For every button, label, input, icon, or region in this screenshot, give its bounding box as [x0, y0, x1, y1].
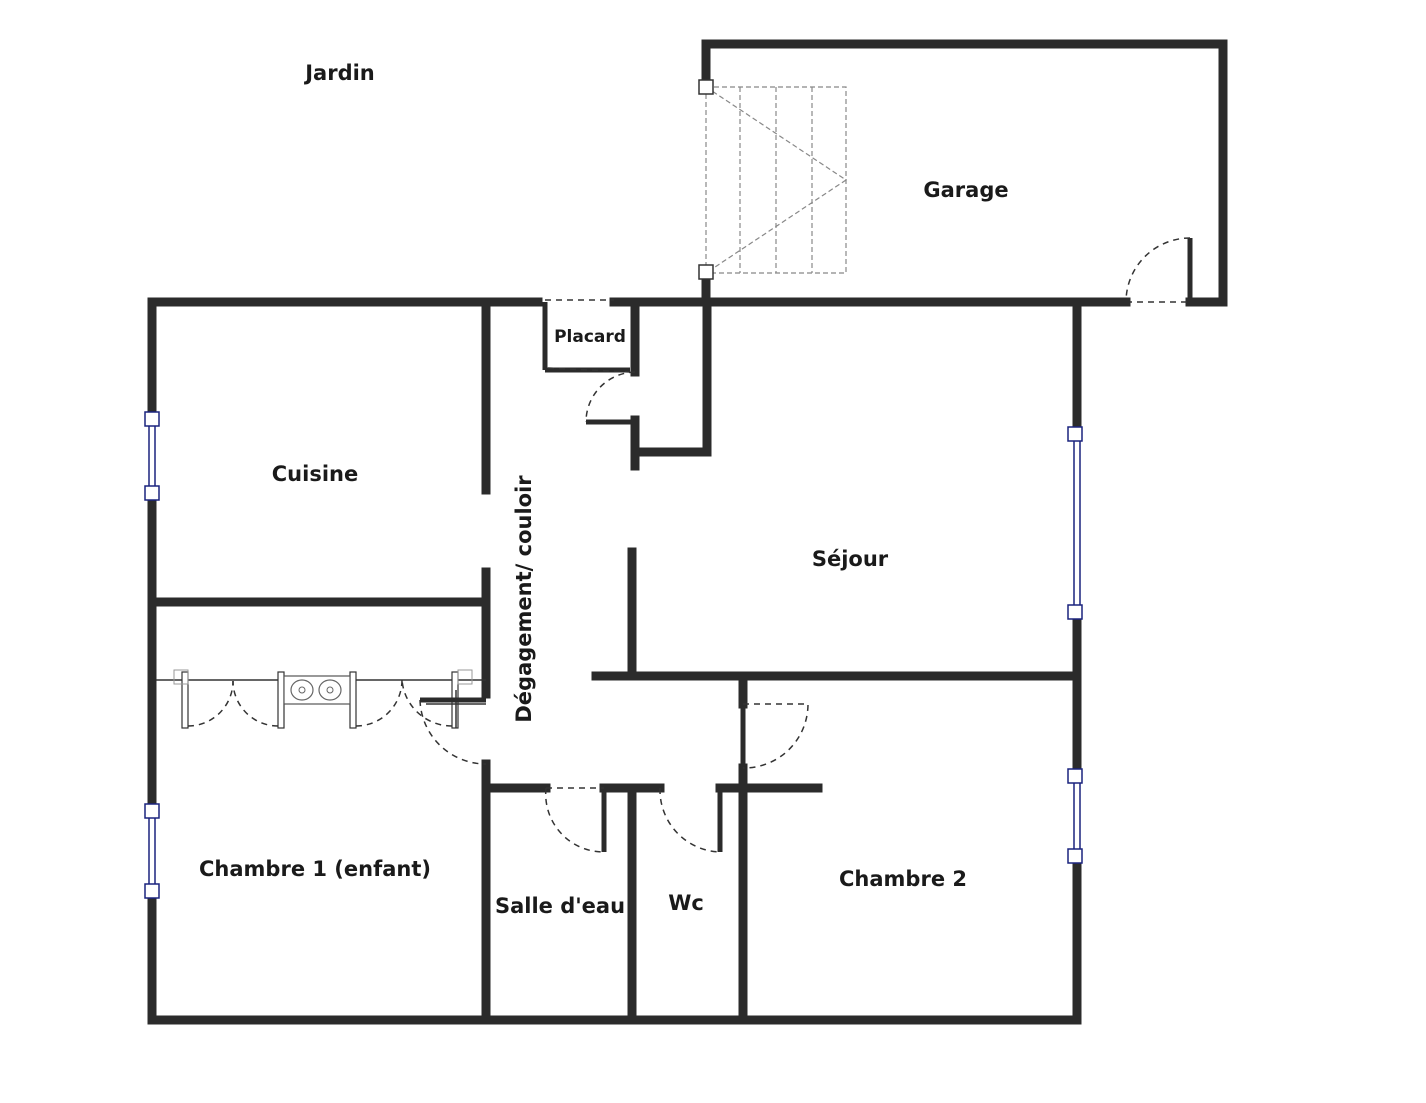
staircase	[698, 79, 848, 280]
label-wc: Wc	[668, 891, 704, 915]
label-chambre2: Chambre 2	[839, 867, 967, 891]
garage-walls	[701, 39, 1228, 307]
label-jardin: Jardin	[303, 61, 375, 85]
window-chambre1	[144, 803, 160, 899]
wardrobe-and-sinks	[156, 669, 486, 729]
window-sejour	[1067, 426, 1083, 620]
label-cuisine: Cuisine	[272, 462, 358, 486]
label-chambre1: Chambre 1 (enfant)	[199, 857, 431, 881]
label-degagement: Dégagement/ couloir	[512, 475, 536, 723]
interior-walls	[147, 297, 1082, 1025]
window-cuisine	[144, 411, 160, 501]
doors	[419, 299, 809, 853]
label-sejour: Séjour	[812, 547, 889, 571]
garage-door	[1125, 237, 1193, 303]
label-placard: Placard	[554, 327, 626, 347]
label-garage: Garage	[923, 178, 1008, 202]
windows	[144, 411, 1083, 899]
exterior-walls	[147, 297, 1131, 1025]
window-chambre2	[1067, 768, 1083, 864]
label-salle-eau: Salle d'eau	[495, 894, 625, 918]
